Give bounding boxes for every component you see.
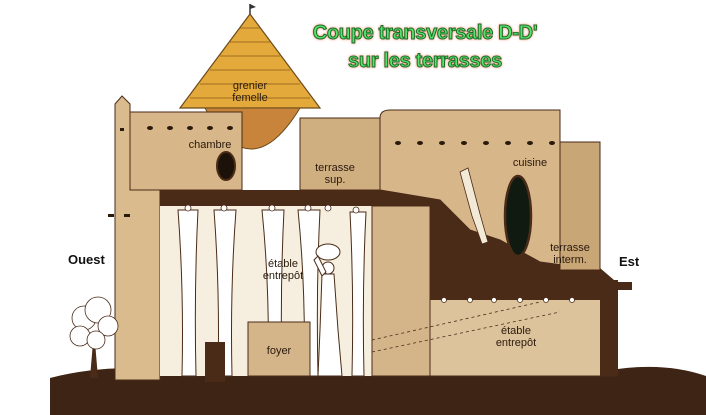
diagram-title-line-1: Coupe transversale D-D'	[312, 22, 538, 45]
tree	[69, 296, 119, 378]
kitchen-window	[503, 174, 533, 258]
diagram-title-line-2: sur les terrasses	[348, 50, 503, 73]
terrace-back-wall	[299, 117, 381, 191]
kitchen-branch	[459, 167, 489, 245]
main-floor-slab	[160, 190, 614, 290]
hearth-label: foyer	[266, 345, 292, 357]
west-label: Ouest	[68, 252, 105, 267]
east-wall	[600, 280, 618, 376]
stable-left-rear-wall	[371, 205, 431, 377]
bedroom-label: chambre	[188, 139, 232, 151]
west-stub-wall	[205, 342, 225, 382]
bedroom-window	[216, 151, 236, 181]
woman-figure	[313, 243, 343, 377]
east-label: Est	[619, 254, 640, 269]
kitchen-label: cuisine	[512, 157, 548, 169]
hearth-block	[247, 321, 311, 377]
